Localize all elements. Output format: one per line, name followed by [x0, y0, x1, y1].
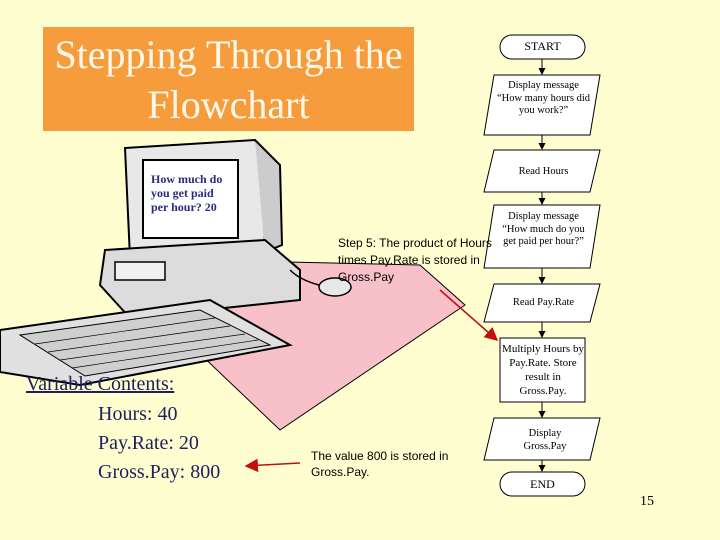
display-grosspay-label: Display Gross.Pay	[510, 428, 580, 453]
page-number: 15	[640, 494, 654, 510]
read-hours-label: Read Hours	[496, 166, 591, 179]
variable-payrate: Pay.Rate: 20	[98, 432, 199, 455]
end-label: END	[500, 478, 585, 491]
variable-contents-heading: Variable Contents:	[26, 373, 174, 396]
start-label: START	[500, 40, 585, 53]
multiply-label: Multiply Hours by Pay.Rate. Store result…	[502, 342, 584, 398]
step-note: Step 5: The product of Hours times Pay.R…	[338, 235, 498, 286]
variable-grosspay: Gross.Pay: 800	[98, 461, 220, 484]
value-note: The value 800 is stored in Gross.Pay.	[311, 448, 461, 480]
display-payrate-label: Display message “How much do you get pai…	[496, 211, 591, 249]
value-arrow	[246, 463, 300, 466]
display-hours-label: Display message “How many hours did you …	[496, 80, 591, 118]
read-payrate-label: Read Pay.Rate	[496, 297, 591, 310]
variable-hours: Hours: 40	[98, 403, 177, 426]
